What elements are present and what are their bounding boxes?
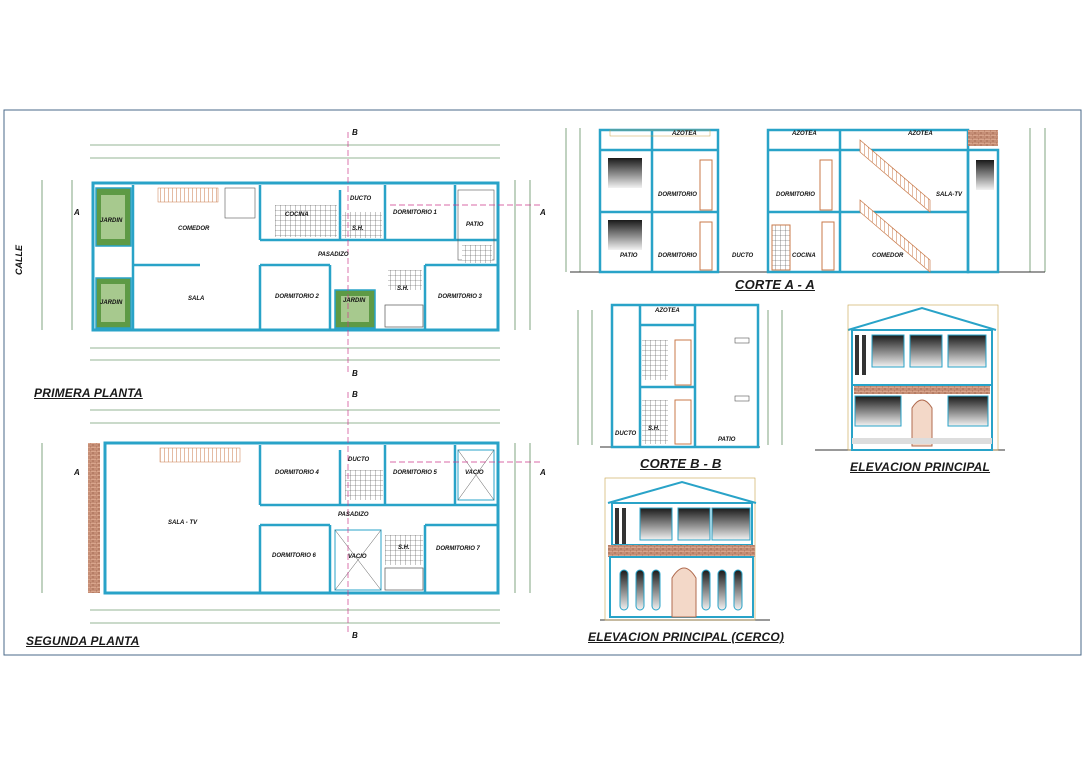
- room-label: PASADIZO: [318, 252, 349, 258]
- room-label: AZOTEA: [908, 131, 933, 137]
- primera-planta-plan: [41, 132, 540, 372]
- room-label: COCINA: [285, 212, 309, 218]
- segunda-planta-plan: [41, 392, 540, 635]
- room-label: COMEDOR: [872, 253, 904, 259]
- title-corte-aa: CORTE A - A: [735, 277, 815, 292]
- room-label: PATIO: [466, 222, 484, 228]
- room-label: JARDIN: [343, 298, 366, 304]
- room-label: DUCTO: [732, 253, 754, 259]
- room-label: S.H.: [397, 286, 409, 292]
- title-corte-bb: CORTE B - B: [640, 456, 722, 471]
- room-label: PATIO: [718, 437, 736, 443]
- room-label: DORMITORIO 6: [272, 553, 316, 559]
- section-marker-a: A: [74, 208, 80, 217]
- room-label: DORMITORIO 5: [393, 470, 437, 476]
- room-label: DUCTO: [615, 431, 637, 437]
- section-marker-a: A: [540, 208, 546, 217]
- room-label: VACIO: [465, 470, 484, 476]
- room-label: PATIO: [620, 253, 638, 259]
- room-label: AZOTEA: [672, 131, 697, 137]
- section-marker-b: B: [352, 631, 358, 640]
- room-label: DORMITORIO 3: [438, 294, 482, 300]
- title-elevacion-cerco: ELEVACION PRINCIPAL (CERCO): [588, 630, 785, 644]
- elevacion-principal: [815, 304, 1005, 451]
- street-label: CALLE: [14, 245, 24, 275]
- room-label: DORMITORIO: [658, 253, 697, 259]
- room-label: AZOTEA: [655, 308, 680, 314]
- room-label: COCINA: [792, 253, 816, 259]
- room-label: DORMITORIO: [658, 192, 697, 198]
- section-marker-a: A: [540, 468, 546, 477]
- room-label: SALA-TV: [936, 192, 962, 198]
- section-marker-b: B: [352, 369, 358, 378]
- sheet-frame: [3, 109, 1082, 656]
- room-label: COMEDOR: [178, 226, 210, 232]
- room-label: S.H.: [648, 426, 660, 432]
- room-label: DUCTO: [348, 457, 370, 463]
- room-label: DORMITORIO 7: [436, 546, 480, 552]
- room-label: AZOTEA: [792, 131, 817, 137]
- corte-bb-section: [577, 303, 783, 449]
- room-label: S.H.: [352, 226, 364, 232]
- room-label: DUCTO: [350, 196, 372, 202]
- room-label: SALA - TV: [168, 520, 198, 526]
- elevacion-cerco: [600, 477, 770, 621]
- section-marker-b: B: [352, 390, 358, 399]
- room-label: JARDIN: [100, 218, 123, 224]
- room-label: PASADIZO: [338, 512, 369, 518]
- room-label: SALA: [188, 296, 205, 302]
- room-label: DORMITORIO 2: [275, 294, 319, 300]
- room-label: DORMITORIO: [776, 192, 815, 198]
- title-primera-planta: PRIMERA PLANTA: [34, 386, 143, 400]
- room-label: DORMITORIO 4: [275, 470, 319, 476]
- title-elevacion-principal: ELEVACION PRINCIPAL: [850, 460, 991, 474]
- room-label: VACIO: [348, 554, 367, 560]
- title-segunda-planta: SEGUNDA PLANTA: [26, 634, 140, 648]
- corte-aa-section: [565, 128, 1046, 274]
- section-marker-a: A: [74, 468, 80, 477]
- section-marker-b: B: [352, 128, 358, 137]
- room-label: JARDIN: [100, 300, 123, 306]
- room-label: S.H.: [398, 545, 410, 551]
- room-label: DORMITORIO 1: [393, 210, 437, 216]
